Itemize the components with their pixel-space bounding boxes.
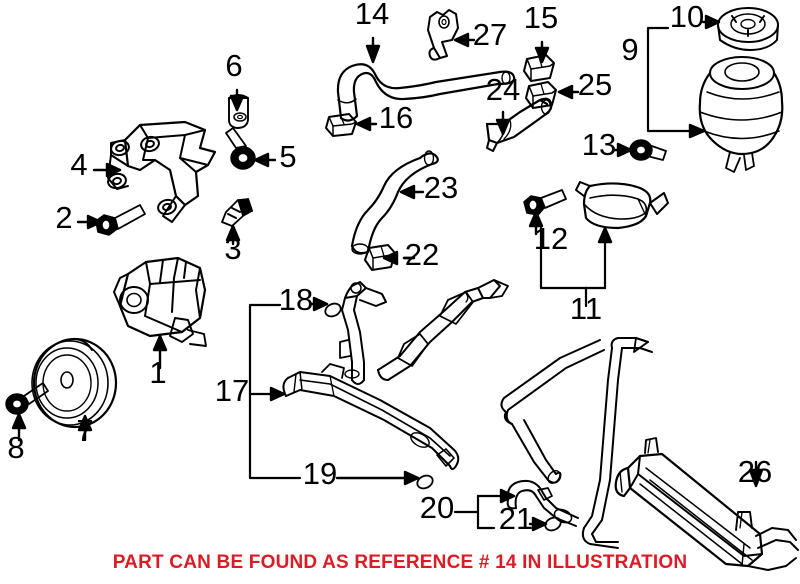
part-power-steering-oil-cooler-26	[614, 437, 799, 571]
callout-15: 15	[524, 0, 558, 35]
part-cooler-feed-pipes	[500, 337, 653, 549]
part-return-hose-23	[350, 150, 439, 255]
callout-6: 6	[225, 48, 242, 83]
callout-8: 8	[7, 430, 24, 465]
part-pump-mounting-bracket	[107, 120, 217, 223]
callout-25: 25	[578, 67, 612, 102]
part-flange-bolt-5	[225, 127, 256, 170]
part-retaining-clip-27	[427, 9, 459, 61]
part-hose-clamp-16	[325, 113, 357, 137]
callout-13: 13	[582, 127, 616, 162]
callout-1: 1	[149, 355, 166, 390]
part-sealing-ring-19	[416, 474, 434, 490]
callout-18: 18	[279, 282, 313, 317]
callout-23: 23	[424, 170, 458, 205]
callout-20: 20	[420, 490, 454, 525]
part-sealing-ring-18	[324, 302, 342, 318]
callout-11: 11	[570, 291, 602, 326]
callout-21: 21	[499, 501, 533, 536]
callout-22: 22	[405, 237, 439, 272]
part-bracket-bolt-2	[95, 204, 146, 236]
callout-labels: 1 2 3 4 5 6 7 8 9 10 11 12 13 14 15 16 1…	[7, 0, 772, 536]
part-reservoir-cap-10	[717, 7, 779, 51]
callout-27: 27	[473, 17, 507, 52]
part-pressure-hose-assembly-lower	[282, 363, 460, 470]
part-return-line-assembly-20	[506, 479, 579, 527]
callout-17: 17	[215, 373, 249, 408]
part-stud-bolt-3	[221, 198, 253, 227]
callout-2: 2	[55, 200, 72, 235]
callout-26: 26	[738, 454, 772, 489]
callout-19: 19	[303, 456, 337, 491]
part-suction-hose-14	[336, 63, 516, 122]
part-bracket-bolt-12	[523, 189, 567, 216]
callout-3: 3	[224, 231, 241, 266]
part-retaining-bracket-11	[575, 181, 669, 230]
callout-10: 10	[670, 0, 704, 34]
callout-14: 14	[355, 0, 389, 31]
callout-7: 7	[76, 413, 93, 448]
callout-4: 4	[70, 147, 87, 182]
reference-caption: PART CAN BE FOUND AS REFERENCE # 14 IN I…	[112, 552, 688, 573]
callout-16: 16	[379, 100, 413, 135]
callout-12: 12	[534, 221, 568, 256]
callout-5: 5	[279, 139, 296, 174]
part-pulley-bolt-8	[5, 382, 49, 415]
callout-9: 9	[621, 32, 638, 67]
part-pressure-hose-assembly-upper	[339, 279, 509, 385]
part-power-steering-pump	[113, 256, 207, 347]
part-fluid-reservoir-9	[698, 56, 784, 173]
leader-lines	[11, 14, 764, 532]
callout-24: 24	[486, 72, 520, 107]
